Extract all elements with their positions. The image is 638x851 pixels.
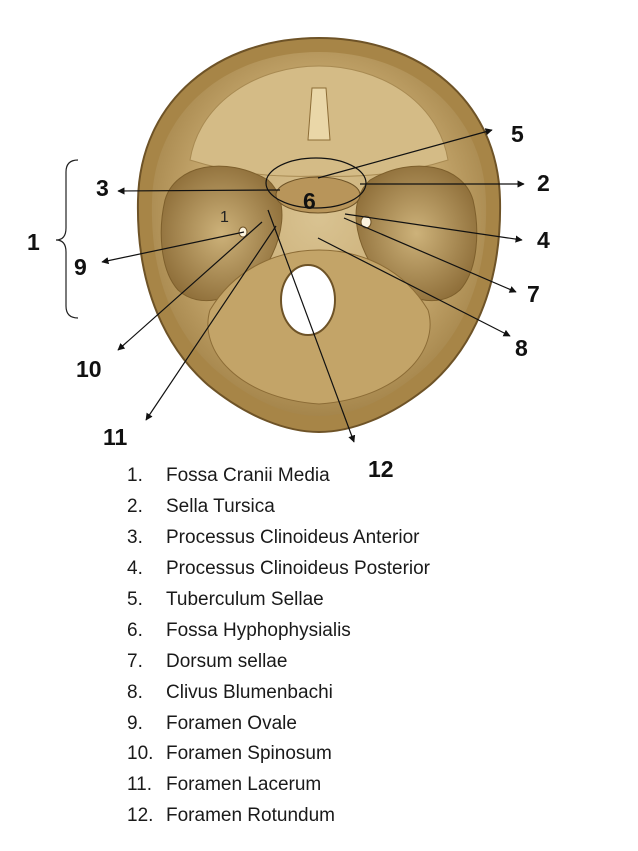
legend-item: 6. Fossa Hyphophysialis (127, 615, 430, 646)
legend-text: Processus Clinoideus Anterior (166, 527, 420, 549)
legend-text: Clivus Blumenbachi (166, 681, 333, 703)
legend-text: Fossa Hyphophysialis (166, 619, 351, 641)
legend-number: 6. (127, 619, 143, 641)
leader-4 (344, 213, 523, 243)
sella-outline (265, 157, 367, 209)
legend-number: 7. (127, 650, 143, 672)
brace-icon (55, 159, 79, 319)
legend-number: 8. (127, 681, 143, 703)
legend-text: Foramen Lacerum (166, 774, 322, 796)
callout-1: 1 (27, 229, 40, 255)
crista-galli (307, 87, 331, 141)
leader-3 (117, 187, 281, 195)
callout-10: 10 (76, 356, 102, 382)
callout-9: 9 (74, 254, 87, 280)
legend-number: 9. (127, 712, 143, 734)
callout-5: 5 (511, 121, 524, 147)
leader-9 (101, 231, 245, 265)
callout-12: 12 (368, 456, 394, 482)
legend-text: Foramen Rotundum (166, 805, 335, 827)
callout-7: 7 (527, 281, 540, 307)
callout-2: 2 (537, 170, 550, 196)
legend-text: Fossa Cranii Media (166, 465, 330, 487)
leader-5 (317, 128, 493, 179)
leader-7 (343, 217, 517, 293)
leader-8 (317, 237, 511, 337)
foramen-magnum (280, 264, 336, 336)
leader-11 (145, 225, 277, 421)
legend-number: 12. (127, 805, 154, 827)
leader-lines (101, 128, 525, 443)
legend-number: 3. (127, 527, 143, 549)
legend-item: 4. Processus Clinoideus Posterior (127, 554, 430, 585)
leader-10 (117, 221, 263, 351)
legend-item: 5. Tuberculum Sellae (127, 585, 430, 616)
callout-1-inline: 1 (220, 209, 229, 226)
legend-text: Sella Tursica (166, 496, 275, 518)
legend-text: Tuberculum Sellae (166, 589, 324, 610)
legend-number: 2. (127, 496, 143, 518)
leader-12 (267, 209, 356, 443)
skull-illustration (136, 36, 502, 434)
callout-4: 4 (537, 227, 550, 253)
legend-item: 1. Fossa Cranii Media (127, 461, 430, 492)
legend-text: Processus Clinoideus Posterior (166, 558, 431, 580)
legend-item: 12. Foramen Rotundum (127, 801, 430, 832)
legend-item: 9. Foramen Ovale (127, 708, 430, 739)
legend-item: 8. Clivus Blumenbachi (127, 677, 430, 708)
legend-number: 10. (127, 743, 154, 765)
callout-8: 8 (515, 335, 528, 361)
legend-text: Foramen Ovale (166, 712, 297, 734)
legend-text: Dorsum sellae (166, 650, 288, 672)
legend-item: 10. Foramen Spinosum (127, 739, 430, 770)
callout-3: 3 (96, 175, 109, 201)
legend-item: 11. Foramen Lacerum (127, 770, 430, 801)
legend-text: Foramen Spinosum (166, 743, 332, 765)
legend-item: 2. Sella Tursica (127, 492, 430, 523)
legend-number: 5. (127, 589, 143, 610)
legend-number: 4. (127, 558, 143, 580)
legend-list: 1. Fossa Cranii Media 2. Sella Tursica 3. P… (127, 461, 430, 832)
legend-number: 11. (127, 774, 153, 796)
legend-item: 7. Dorsum sellae (127, 646, 430, 677)
callout-11: 11 (103, 424, 128, 450)
callout-6: 6 (303, 188, 316, 214)
legend-number: 1. (127, 465, 143, 487)
legend-item: 3. Processus Clinoideus Anterior (127, 523, 430, 554)
